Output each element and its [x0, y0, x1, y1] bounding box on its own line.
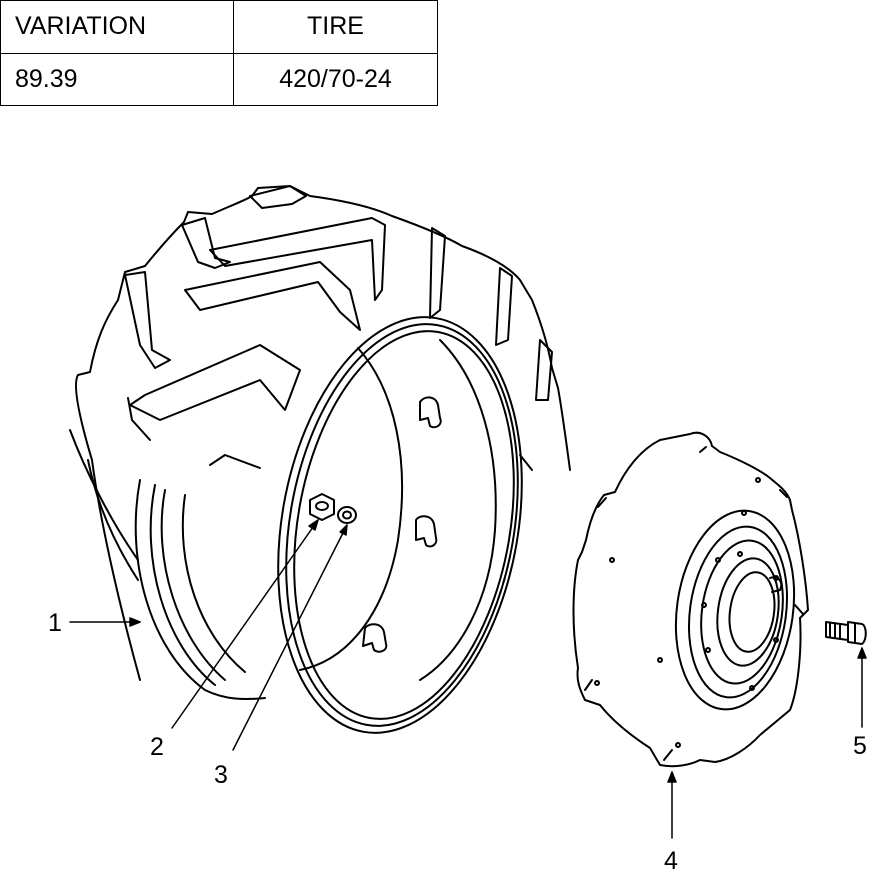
callout-1: 1 — [48, 609, 62, 637]
header-variation: VARIATION — [0, 0, 234, 54]
washer-icon — [337, 506, 357, 524]
callout-5: 5 — [853, 732, 867, 760]
cell-variation: 89.39 — [0, 52, 234, 106]
header-tire: TIRE — [233, 0, 438, 54]
callout-3: 3 — [214, 761, 228, 789]
callout-2: 2 — [150, 733, 164, 761]
nut-icon — [309, 493, 335, 521]
table-header-row: VARIATION TIRE — [0, 0, 438, 54]
bolt-icon — [825, 621, 867, 645]
cell-tire: 420/70-24 — [233, 52, 438, 106]
spec-table: VARIATION TIRE 89.39 420/70-24 — [0, 0, 438, 106]
weight-icon — [572, 431, 809, 768]
callout-4: 4 — [664, 847, 678, 875]
tire-icon — [69, 185, 571, 734]
table-row: 89.39 420/70-24 — [0, 52, 438, 106]
leader-lines — [69, 519, 867, 839]
